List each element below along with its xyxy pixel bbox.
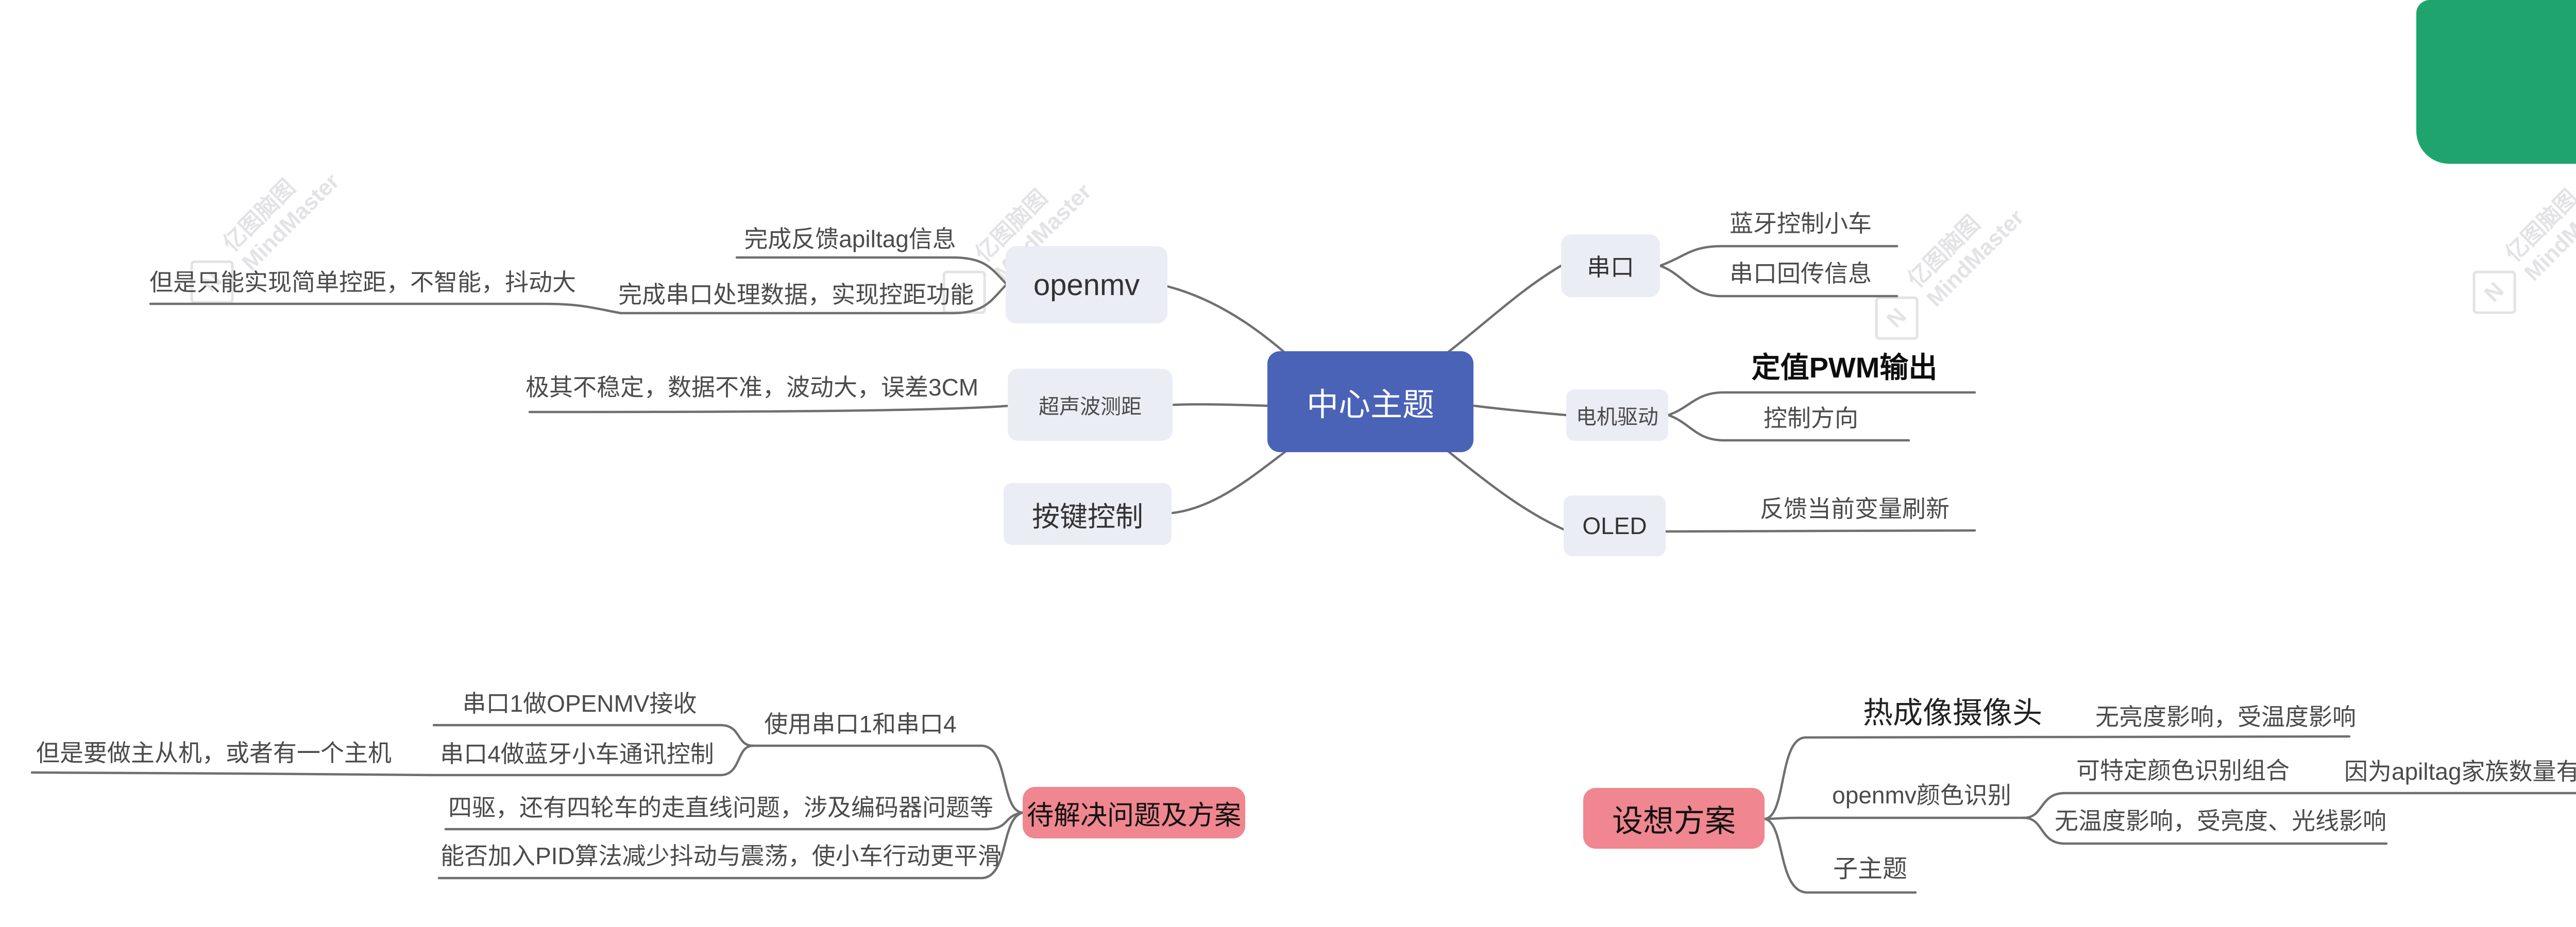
leaf-motor-pwm-output[interactable]: 定值PWM输出 xyxy=(1751,351,1938,384)
node-motor-drive[interactable]: 电机驱动 xyxy=(1566,389,1668,441)
node-plan[interactable]: 设想方案 xyxy=(1583,788,1765,849)
leaf-plan-thermal-note[interactable]: 无亮度影响，受温度影响 xyxy=(2095,703,2356,730)
watermark-logo-icon: N xyxy=(2472,270,2516,314)
leaf-openmv-apiltag-feedback[interactable]: 完成反馈apiltag信息 xyxy=(744,226,956,252)
leaf-plan-color-note[interactable]: 无温度影响，受亮度、光线影响 xyxy=(2055,808,2386,834)
leaf-openmv-serial-processing[interactable]: 完成串口处理数据，实现控距功能 xyxy=(618,281,974,308)
leaf-uart-return-info[interactable]: 串口回传信息 xyxy=(1730,260,1872,287)
leaf-plan-color-combo[interactable]: 可特定颜色识别组合 xyxy=(2076,757,2290,784)
leaf-plan-color-combo-note[interactable]: 因为apiltag家族数量有限，可与颜色阈值组合增加可识别数量 xyxy=(2344,758,2576,785)
node-openmv[interactable]: openmv xyxy=(1006,246,1167,323)
node-oled[interactable]: OLED xyxy=(1564,495,1666,556)
leaf-ultrasonic-note[interactable]: 极其不稳定，数据不准，波动大，误差3CM xyxy=(526,374,979,401)
leaf-plan-subtopic[interactable]: 子主题 xyxy=(1833,855,1907,883)
node-uart[interactable]: 串口 xyxy=(1561,234,1660,297)
leaf-openmv-limitation-note[interactable]: 但是只能实现简单控距，不智能，抖动大 xyxy=(149,269,576,296)
watermark-logo-icon: N xyxy=(1875,296,1919,340)
leaf-todo-four-wheel[interactable]: 四驱，还有四轮车的走直线问题，涉及编码器问题等 xyxy=(448,794,993,821)
leaf-todo-use-uart14[interactable]: 使用串口1和串口4 xyxy=(764,711,957,737)
leaf-uart-bluetooth-car[interactable]: 蓝牙控制小车 xyxy=(1730,210,1872,237)
leaf-plan-thermal-camera[interactable]: 热成像摄像头 xyxy=(1862,696,2042,730)
leaf-motor-direction[interactable]: 控制方向 xyxy=(1764,405,1858,432)
node-key-control[interactable]: 按键控制 xyxy=(1004,483,1172,545)
mindmaster-brand-banner: 亿图脑图 MindMaster xyxy=(2416,0,2576,164)
leaf-todo-pid[interactable]: 能否加入PID算法减少抖动与震荡，使小车行动更平滑 xyxy=(440,843,1002,869)
leaf-todo-master-slave[interactable]: 但是要做主从机，或者有一个主机 xyxy=(36,740,392,766)
leaf-todo-uart4-bluetooth[interactable]: 串口4做蓝牙小车通讯控制 xyxy=(440,741,714,767)
node-todo-problems[interactable]: 待解决问题及方案 xyxy=(1023,787,1245,838)
leaf-oled-refresh[interactable]: 反馈当前变量刷新 xyxy=(1760,495,1950,522)
node-central-topic[interactable]: 中心主题 xyxy=(1267,351,1473,452)
node-ultrasonic[interactable]: 超声波测距 xyxy=(1008,369,1173,441)
leaf-plan-openmv-color[interactable]: openmv颜色识别 xyxy=(1832,782,2011,809)
leaf-todo-uart1-openmv[interactable]: 串口1做OPENMV接收 xyxy=(462,690,697,717)
